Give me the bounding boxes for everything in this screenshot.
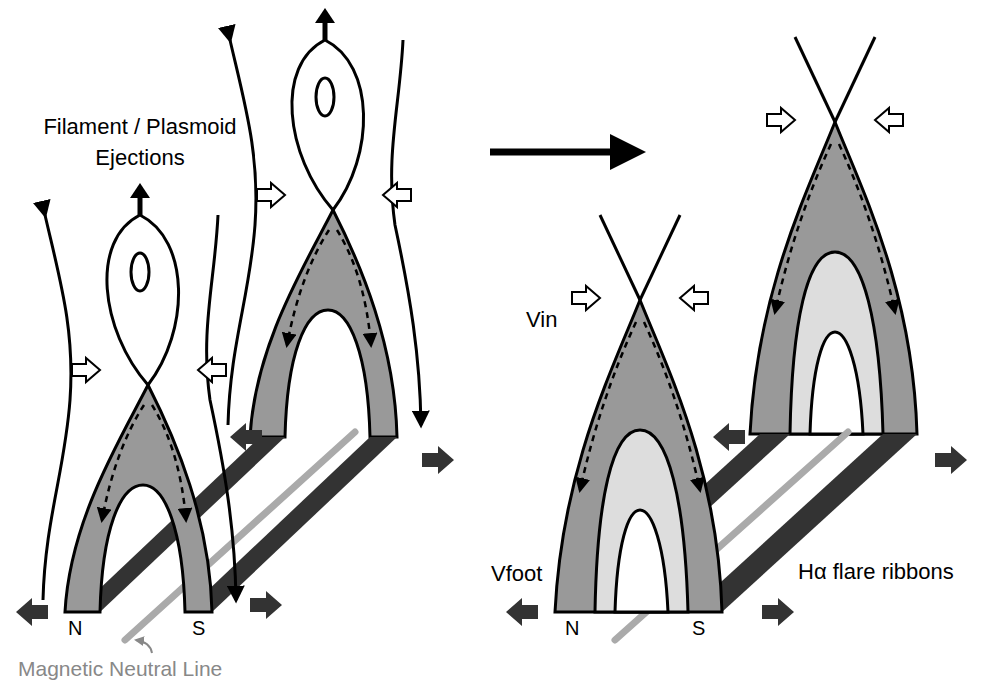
inflow-velocity-label: Vin <box>526 306 557 334</box>
polarity-label: N <box>565 616 579 641</box>
polarity-label: N <box>68 616 82 641</box>
polarity-label: S <box>692 616 705 641</box>
neutral-line-label: Magnetic Neutral Line <box>18 656 222 682</box>
polarity-label: S <box>192 616 205 641</box>
ribbon-label: Hα flare ribbons <box>798 558 954 586</box>
ejection-label: Filament / Plasmoid Ejections <box>30 112 250 174</box>
footpoint-velocity-label: Vfoot <box>491 560 542 588</box>
